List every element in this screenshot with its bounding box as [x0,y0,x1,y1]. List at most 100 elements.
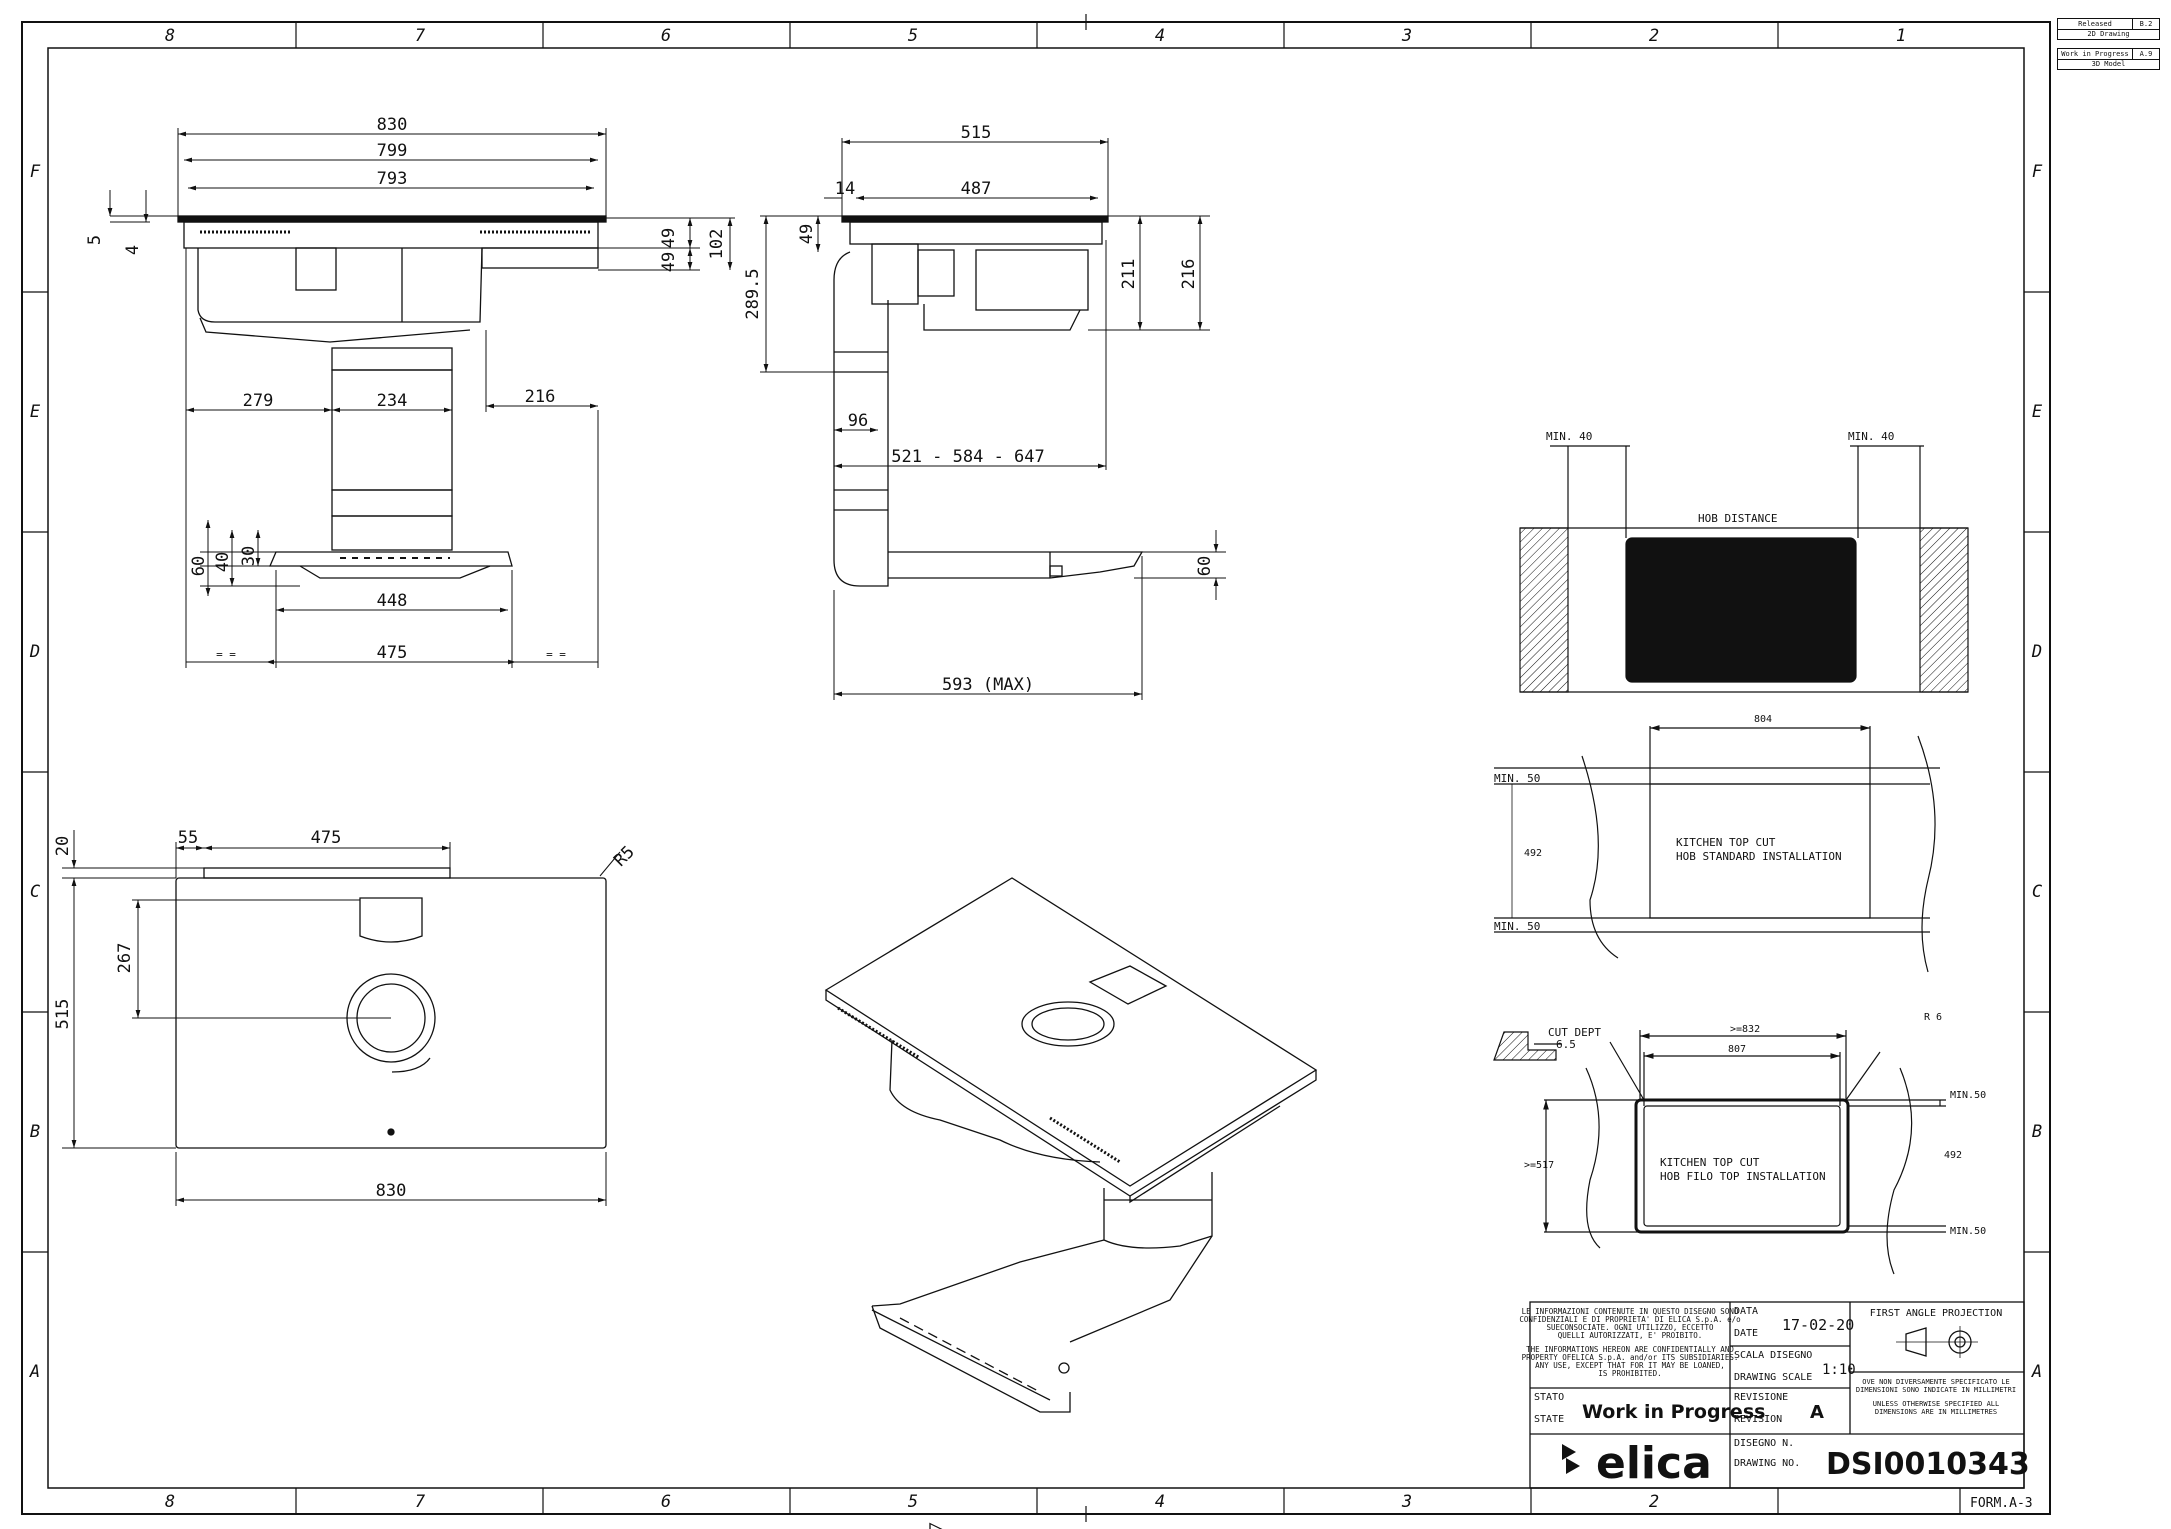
label-min50-bottom-filo: MIN.50 [1950,1226,1986,1237]
zone-row-F: F [30,162,41,182]
zone-row-B: B [30,1122,40,1142]
label-scala: SCALA DISEGNO [1734,1350,1812,1361]
zone-col-8-bottom: 8 [165,1492,175,1512]
zone-labels: 8 7 6 5 4 3 2 1 8 7 6 5 4 3 2 F E D C B … [29,26,2043,1512]
label-std-installation: HOB STANDARD INSTALLATION [1676,850,1842,863]
install-standard-cut [1494,725,1940,973]
notice-en-1: THE INFORMATIONS HEREON ARE CONFIDENTIAL… [1526,1345,1734,1354]
install-filo-labels: CUT DEPT 6.5 >=832 807 R 6 >=517 MIN.50 … [1524,1012,1986,1237]
zone-row-E: E [30,402,41,422]
label-date: DATE [1734,1328,1758,1339]
title-block [1529,1301,2025,1489]
dim-60-side: 60 [1195,556,1215,576]
zone-col-7: 7 [415,26,426,46]
notice-en-4: IS PROHIBITED. [1598,1369,1661,1378]
dim-49-a: 49 [659,228,679,248]
zone-col-3-bottom: 3 [1401,1492,1412,1512]
zone-row-B-right: B [2032,1122,2042,1142]
front-view-dim-labels: 830 799 793 5 4 49 49 102 279 234 216 60… [85,115,727,663]
dim-211: 211 [1119,259,1139,290]
revision-note-2: 3D Model [2057,60,2160,70]
dim-5: 5 [85,235,105,245]
scale-value: 1:10 [1822,1362,1856,1378]
label-stato: STATO [1534,1392,1564,1403]
notice-it-3: SUECONSOCIATE. OGNI UTILIZZO, ECCETTO [1546,1323,1714,1332]
dim-eq-right: = = [546,648,566,661]
zone-col-5: 5 [908,26,918,46]
dim-487: 487 [961,179,992,199]
dim-593-max: 593 (MAX) [942,675,1034,695]
side-view [833,215,1144,587]
zone-grid [22,14,2050,1522]
label-filo-installation: HOB FILO TOP INSTALLATION [1660,1170,1826,1183]
label-cut-dept-value: 6.5 [1556,1038,1576,1051]
zone-col-6-bottom: 6 [661,1492,671,1512]
dim-60-front: 60 [189,556,209,576]
top-view-dim-labels: 20 55 475 R5 267 515 830 [53,828,639,1201]
zone-col-5-bottom: 5 [908,1492,918,1512]
label-r6: R 6 [1924,1012,1942,1023]
label-min40-right: MIN. 40 [1848,430,1894,443]
units-en-1: UNLESS OTHERWISE SPECIFIED ALL [1873,1400,1999,1408]
label-hob-distance: HOB DISTANCE [1698,512,1777,525]
zone-row-D: D [29,642,40,662]
revision-value: A [1810,1402,1824,1423]
install-hob-distance [1519,445,1969,693]
drawing-number: DSI0010343 [1826,1447,2030,1482]
label-cut-dept: CUT DEPT [1548,1026,1601,1039]
date-value: 17-02-20 [1782,1316,1854,1334]
form-label: FORM.A-3 [1970,1496,2033,1511]
top-view [175,867,607,1149]
label-data: DATA [1734,1306,1758,1317]
zone-row-C: C [30,882,41,902]
dim-475-front: 475 [377,643,408,663]
zone-col-1: 1 [1896,26,1906,46]
label-min50-top-std: MIN. 50 [1494,772,1540,785]
label-drawing-scale: DRAWING SCALE [1734,1372,1812,1383]
label-revision: REVISION [1734,1414,1782,1425]
dim-4: 4 [123,245,143,255]
dim-40: 40 [213,552,233,572]
notice-it-1: LE INFORMAZIONI CONTENUTE IN QUESTO DISE… [1522,1307,1739,1316]
notice-it-2: CONFIDENZIALI E DI PROPRIETA' DI ELICA S… [1519,1315,1741,1324]
zone-col-7-bottom: 7 [415,1492,426,1512]
dim-515-top: 515 [53,999,73,1030]
dim-eq-left: = = [216,648,236,661]
projection-symbol [1896,1326,1978,1358]
zone-row-E-right: E [2032,402,2043,422]
zone-row-F-right: F [2032,162,2043,182]
zone-row-A-right: A [2031,1362,2042,1382]
zone-col-6: 6 [661,26,671,46]
units-en-2: DIMENSIONS ARE IN MILLIMETRES [1875,1408,1997,1416]
label-state: STATE [1534,1414,1564,1425]
install-filo-cut [1493,1030,1946,1275]
front-view-dimensions [107,128,735,668]
label-projection: FIRST ANGLE PROJECTION [1870,1308,2002,1319]
sheet-border [21,21,2051,1515]
zone-col-3: 3 [1401,26,1412,46]
dim-799: 799 [377,141,408,161]
zone-row-A: A [29,1362,40,1382]
label-min50-top-filo: MIN.50 [1950,1090,1986,1101]
label-kitchen-cut-std: KITCHEN TOP CUT [1676,836,1776,849]
notice-en-2: PROPERTY OFELICA S.p.A. and/or ITS SUBSI… [1522,1353,1739,1362]
side-view-dim-labels: 515 14 487 49 289.5 211 216 96 521 - 584… [743,123,1215,695]
units-it-2: DIMENSIONI SONO INDICATE IN MILLIMETRI [1856,1386,2016,1394]
zone-col-4: 4 [1155,26,1165,46]
label-drawing-no: DRAWING NO. [1734,1458,1800,1469]
zone-col-2-bottom: 2 [1649,1492,1659,1512]
units-it-1: OVE NON DIVERSAMENTE SPECIFICATO LE [1862,1378,2010,1386]
dim-448: 448 [377,591,408,611]
label-revisione: REVISIONE [1734,1392,1788,1403]
front-view [177,215,607,579]
dim-804: 804 [1754,714,1772,725]
dim-279: 279 [243,391,274,411]
dim-range: 521 - 584 - 647 [891,447,1045,467]
zone-col-2: 2 [1649,26,1659,46]
dim-49-side: 49 [797,224,817,244]
install-standard-labels: 804 MIN. 50 492 MIN. 50 KITCHEN TOP CUT … [1494,714,1842,933]
label-min40-left: MIN. 40 [1546,430,1592,443]
zone-col-8: 8 [165,26,175,46]
